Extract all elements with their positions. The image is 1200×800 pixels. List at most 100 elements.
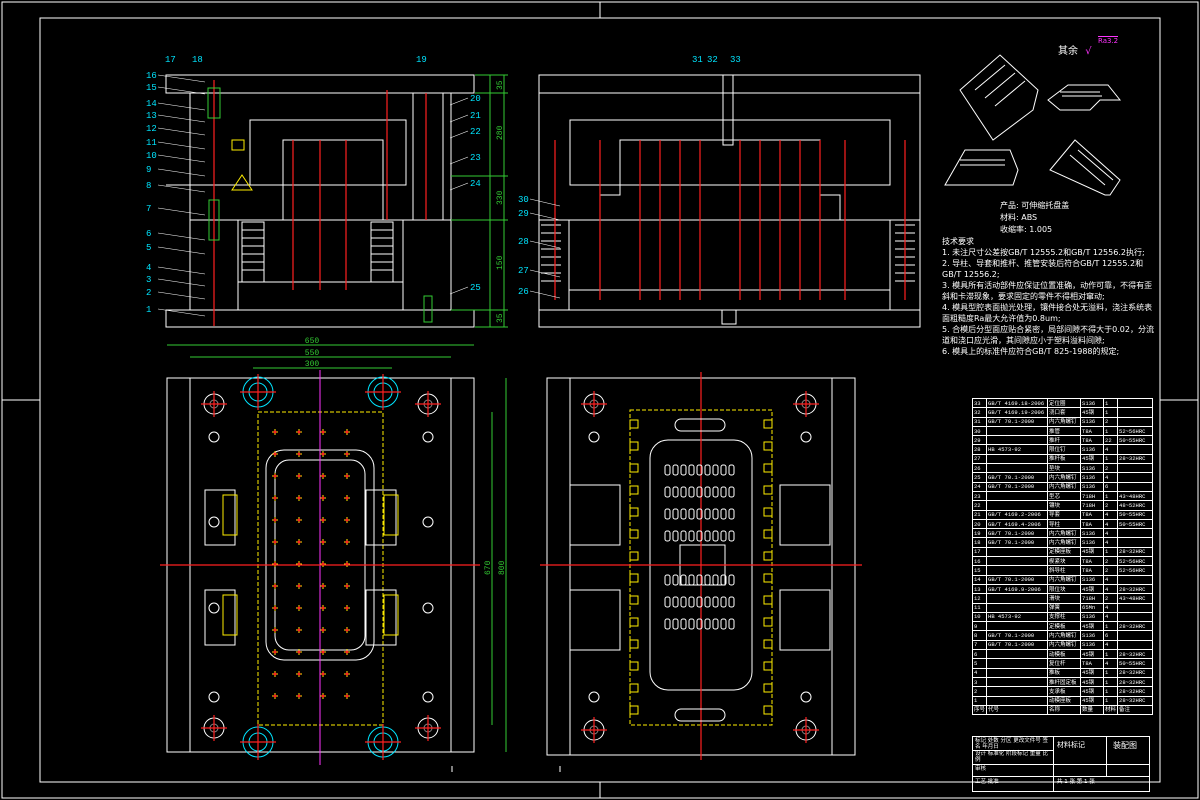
parts-cell: GB/T 4169.9-2006: [986, 583, 1049, 595]
leader-line: [157, 266, 206, 275]
parts-cell: 楔紧块: [1047, 556, 1082, 567]
product-material: 材料: ABS: [1000, 213, 1038, 222]
parts-cell: 2: [1103, 593, 1119, 604]
parts-cell: [986, 676, 1049, 688]
parts-cell: 内六角螺钉: [1047, 574, 1082, 585]
note-item: 3. 模具所有活动部件应保证位置准确，动作可靠，不得有歪斜和卡滞现象，要求固定的…: [942, 281, 1153, 301]
dimension-text: 330: [496, 190, 505, 205]
section-view-left: [165, 74, 508, 328]
parts-cell: 15: [971, 565, 988, 576]
parts-cell: GB/T 70.1-2000: [986, 537, 1049, 548]
parts-cell: [986, 648, 1049, 660]
leader-line: [529, 269, 561, 278]
parts-cell: [1117, 528, 1154, 539]
parts-cell: 7: [971, 639, 988, 651]
part-callout-label: 1: [146, 305, 151, 315]
slider-block: [365, 489, 397, 546]
slider-block: [204, 589, 236, 646]
parts-cell: 备注: [1117, 704, 1154, 716]
parts-cell: 4: [1103, 518, 1119, 530]
parts-cell: GB/T 4169.2-2006: [986, 509, 1049, 520]
parts-cell: S136: [1080, 397, 1105, 409]
ejector-pin: [273, 562, 277, 566]
parts-cell: 45钢: [1080, 546, 1105, 558]
part-callout-label: 10: [146, 151, 157, 161]
parts-cell: 6: [1103, 630, 1119, 641]
parts-cell: [1117, 407, 1154, 418]
parts-cell: 4: [1103, 611, 1119, 623]
parts-cell: 52~56HRC: [1117, 556, 1154, 567]
ejector-pin: [297, 452, 301, 456]
parts-cell: T8A: [1080, 509, 1105, 520]
leader-line: [157, 114, 206, 123]
part-callout-label: 5: [146, 243, 151, 253]
parts-cell: 45钢: [1080, 686, 1105, 697]
parts-cell: 28~32HRC: [1117, 667, 1154, 678]
ejector-pin: [321, 496, 325, 500]
note-item: 6. 模具上的标准件应符合GB/T 825-1988的规定;: [942, 347, 1120, 356]
parts-cell: 24: [971, 481, 988, 492]
parts-cell: [986, 546, 1049, 558]
part-callout-label: 8: [146, 181, 151, 191]
parts-header-row: 序号代号名称数量材料备注: [971, 704, 1154, 716]
parts-cell: 33: [971, 397, 988, 409]
dimension-text: 670: [484, 560, 493, 575]
parts-cell: GB/T 4169.4-2006: [986, 518, 1049, 530]
parts-cell: 23: [971, 490, 988, 502]
ejector-pin: [273, 540, 277, 544]
ejector-pin: [273, 584, 277, 588]
parts-cell: [1117, 472, 1154, 483]
parts-cell: [986, 658, 1049, 669]
ejector-pin: [345, 672, 349, 676]
part-callout-label: 21: [470, 111, 481, 121]
parts-cell: 11: [971, 602, 988, 613]
note-item: 2. 导柱、导套和推杆、推管安装后符合GB/T 12555.2和GB/T 125…: [942, 259, 1144, 279]
parts-cell: T8A: [1080, 565, 1105, 576]
parts-cell: 20: [971, 518, 988, 530]
parts-cell: GB/T 70.1-2000: [986, 481, 1049, 492]
parts-cell: 材料: [1103, 704, 1119, 716]
parts-cell: S136: [1080, 444, 1105, 455]
parts-cell: [986, 425, 1049, 437]
parts-cell: 22: [971, 500, 988, 511]
parts-cell: 28~32HRC: [1117, 583, 1154, 595]
parts-cell: GB/T 70.1-2000: [986, 528, 1049, 539]
slider-block: [779, 589, 831, 651]
ejector-pin: [297, 496, 301, 500]
ejector-pin: [345, 694, 349, 698]
ejector-pin: [273, 628, 277, 632]
ejector-pin: [297, 562, 301, 566]
part-callout-label: 16: [146, 71, 157, 81]
parts-cell: [986, 686, 1049, 697]
parts-cell: 718H: [1080, 500, 1105, 511]
part-callout-label: 26: [518, 287, 529, 297]
parts-cell: [1117, 397, 1154, 409]
leader-line: [449, 156, 469, 165]
parts-cell: [986, 602, 1049, 613]
part-callout-label: 20: [470, 94, 481, 104]
parts-cell: [1117, 630, 1154, 641]
leader-line: [157, 74, 206, 83]
ejector-pin: [345, 650, 349, 654]
leader-line: [449, 130, 469, 139]
parts-cell: 1: [1103, 453, 1119, 465]
parts-cell: 浇口套: [1047, 407, 1082, 418]
parts-cell: 1: [1103, 546, 1119, 558]
part-callout-label: 25: [470, 283, 481, 293]
ejector-pin: [297, 540, 301, 544]
part-callout-label: 27: [518, 266, 529, 276]
parts-cell: GB/T 70.1-2000: [986, 630, 1049, 641]
parts-cell: 12: [971, 593, 988, 604]
title-block-design: 设计 标准化 阶段标记 重量 比例: [975, 751, 1048, 763]
parts-cell: [986, 556, 1049, 567]
